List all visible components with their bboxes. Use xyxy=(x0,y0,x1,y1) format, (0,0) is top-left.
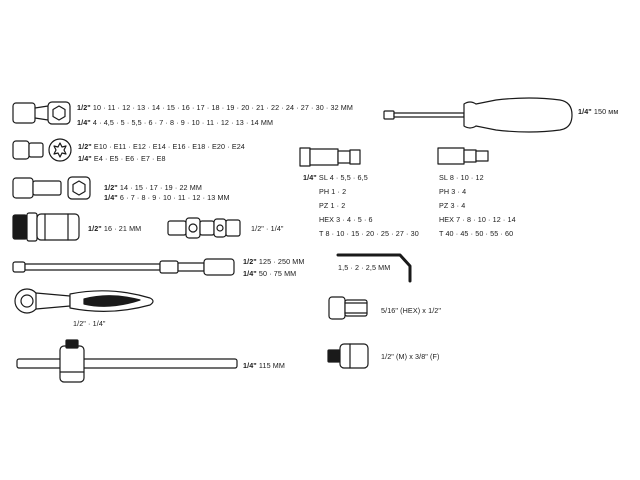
adapter-reducer-illustration xyxy=(327,343,369,369)
sockets-12-list: 10 · 11 · 12 · 13 · 14 · 15 · 16 · 17 · … xyxy=(92,103,353,112)
torx-14-line: 1/4" E4 · E5 · E6 · E7 · E8 xyxy=(78,154,245,163)
ext-14-line: 1/4" 50 · 75 MM xyxy=(243,269,304,278)
bits-right-row: SL 8 · 10 · 12 xyxy=(439,173,484,182)
adapter-hex-illustration xyxy=(328,296,368,320)
spark-size: 1/2" xyxy=(88,224,102,233)
deep-12-size: 1/2" xyxy=(104,183,118,192)
deep-14-line: 1/4" 6 · 7 · 8 · 9 · 10 · 11 · 12 · 13 M… xyxy=(104,193,230,202)
driver-size: 1/4" xyxy=(578,107,592,116)
deep-12-list: 14 · 15 · 17 · 19 · 22 MM xyxy=(119,183,202,192)
sockets-12-line: 1/2" 10 · 11 · 12 · 13 · 14 · 15 · 16 · … xyxy=(77,103,353,112)
ext-12-line: 1/2" 125 · 250 MM xyxy=(243,257,304,266)
spark-plug-socket-illustration xyxy=(12,212,80,242)
bits-left-size: 1/4" xyxy=(303,173,317,182)
bits-left-row: HEX 3 · 4 · 5 · 6 xyxy=(319,215,373,224)
bits-right-row: PZ 3 · 4 xyxy=(439,201,466,210)
ext-12-size: 1/2" xyxy=(243,257,257,266)
socket-standard-illustration xyxy=(12,101,71,125)
bits-right-row: PH 3 · 4 xyxy=(439,187,467,196)
bits-left-label: 1/4" SL 4 · 5,5 · 6,5 PH 1 · 2 PZ 1 · 2 … xyxy=(303,171,419,241)
deep-12-line: 1/2" 14 · 15 · 17 · 19 · 22 MM xyxy=(104,183,230,192)
torx-socket-illustration xyxy=(12,138,72,162)
deep-14-list: 6 · 7 · 8 · 9 · 10 · 11 · 12 · 13 MM xyxy=(119,193,230,202)
bit-right-illustration xyxy=(437,147,489,165)
deep-socket-label: 1/2" 14 · 15 · 17 · 19 · 22 MM 1/4" 6 · … xyxy=(104,183,230,202)
torx-14-list: E4 · E5 · E6 · E7 · E8 xyxy=(93,154,166,163)
bits-right-row: HEX 7 · 8 · 10 · 12 · 14 xyxy=(439,215,516,224)
hex-key-illustration xyxy=(336,253,412,283)
bits-left-row: PZ 1 · 2 xyxy=(319,201,346,210)
sockets-label: 1/2" 10 · 11 · 12 · 13 · 14 · 15 · 16 · … xyxy=(77,103,353,127)
bits-left-row: PH 1 · 2 xyxy=(319,187,347,196)
spark-list: 16 · 21 MM xyxy=(103,224,142,233)
bits-left-first-line: 1/4" SL 4 · 5,5 · 6,5 xyxy=(303,171,419,185)
t-bar-label: 1/4" 115 MM xyxy=(243,361,285,370)
ext-14-list: 50 · 75 MM xyxy=(258,269,297,278)
bits-right-label: SL 8 · 10 · 12 PH 3 · 4 PZ 3 · 4 HEX 7 ·… xyxy=(439,171,516,241)
ext-14-size: 1/4" xyxy=(243,269,257,278)
bit-left-illustration xyxy=(299,147,361,167)
bits-left-first: SL 4 · 5,5 · 6,5 xyxy=(318,173,368,182)
torx-12-line: 1/2" E10 · E11 · E12 · E14 · E16 · E18 ·… xyxy=(78,142,245,151)
torx-14-size: 1/4" xyxy=(78,154,92,163)
screwdriver-illustration xyxy=(383,97,573,133)
extension-label: 1/2" 125 · 250 MM 1/4" 50 · 75 MM xyxy=(243,257,304,278)
tbar-size: 1/4" xyxy=(243,361,257,370)
spark-socket-label: 1/2" 16 · 21 MM xyxy=(88,224,141,233)
sockets-14-size: 1/4" xyxy=(77,118,91,127)
ujoint-label: 1/2" · 1/4" xyxy=(251,224,284,233)
sockets-12-size: 1/2" xyxy=(77,103,91,112)
torx-12-size: 1/2" xyxy=(78,142,92,151)
sockets-14-list: 4 · 4,5 · 5 · 5,5 · 6 · 7 · 8 · 9 · 10 ·… xyxy=(92,118,274,127)
adapter-hex-label: 5/16" (HEX) x 1/2" xyxy=(381,306,442,315)
deep-14-size: 1/4" xyxy=(104,193,118,202)
torx-12-list: E10 · E11 · E12 · E14 · E16 · E18 · E20 … xyxy=(93,142,245,151)
torx-label: 1/2" E10 · E11 · E12 · E14 · E16 · E18 ·… xyxy=(78,142,245,163)
deep-socket-illustration xyxy=(12,176,91,200)
tbar-list: 115 MM xyxy=(258,361,285,370)
driver-list: 150 мм xyxy=(593,107,619,116)
ratchet-label: 1/2" · 1/4" xyxy=(73,319,106,328)
ratchet-illustration xyxy=(14,288,154,314)
ext-12-list: 125 · 250 MM xyxy=(258,257,305,266)
hex-key-label: 1,5 · 2 · 2,5 MM xyxy=(338,263,391,272)
bits-left-row: T 8 · 10 · 15 · 20 · 25 · 27 · 30 xyxy=(319,229,419,238)
bits-right-row: T 40 · 45 · 50 · 55 · 60 xyxy=(439,229,514,238)
adapter-reducer-label: 1/2" (M) x 3/8" (F) xyxy=(381,352,440,361)
extension-bar-illustration xyxy=(12,258,235,276)
universal-joint-illustration xyxy=(167,217,241,239)
sockets-14-line: 1/4" 4 · 4,5 · 5 · 5,5 · 6 · 7 · 8 · 9 ·… xyxy=(77,118,353,127)
screwdriver-label: 1/4" 150 мм xyxy=(578,107,618,116)
t-bar-illustration xyxy=(16,339,238,383)
